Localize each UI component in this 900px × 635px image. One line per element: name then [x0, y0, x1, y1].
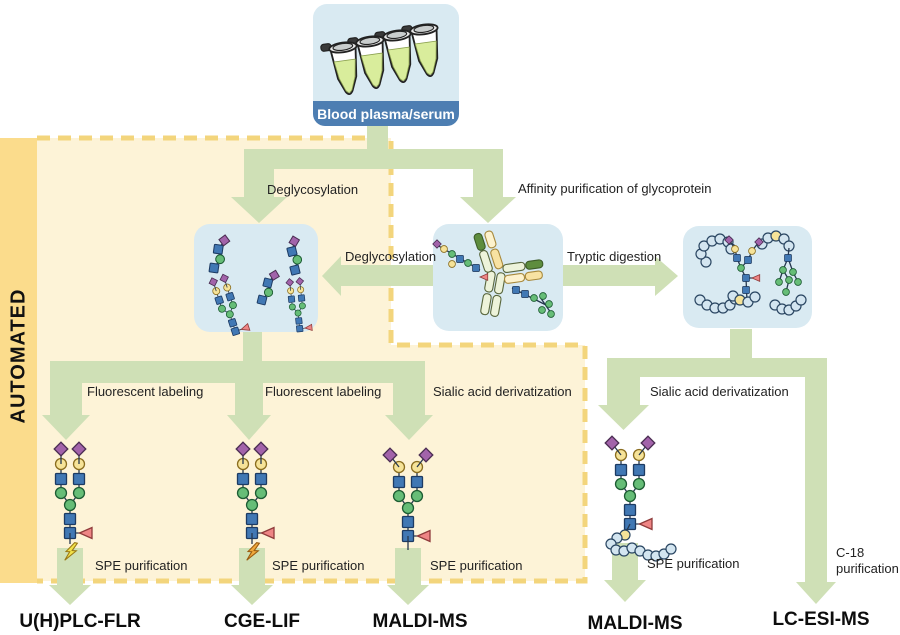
arrow-spe-2	[231, 548, 273, 605]
arrowhead-labeling-1	[42, 415, 90, 440]
step-label-spe-purification-3: SPE purification	[430, 558, 523, 573]
arrow-tryptic-right	[563, 256, 678, 296]
glycan-derivatized-icon	[383, 448, 433, 550]
step-label-spe-purification-4: SPE purification	[647, 556, 740, 571]
arrow-spe-1	[49, 548, 91, 605]
automated-zone-label: AUTOMATED	[7, 288, 30, 424]
method-label-uhplc-flr: U(H)PLC-FLR	[19, 611, 141, 632]
glycopeptide-center	[724, 235, 764, 308]
method-label-maldi-ms-1: MALDI-MS	[372, 611, 468, 632]
step-label-c18-purification: C-18 purification	[836, 545, 899, 577]
antibody-glycan-right	[511, 286, 555, 318]
step-label-deglycosylation-mid: Deglycosylation	[345, 249, 437, 264]
glycopeptide-derivatized-icon	[605, 436, 677, 562]
arrowhead-labeling-2	[227, 415, 271, 440]
method-label-lc-esi-ms: LC-ESI-MS	[772, 609, 870, 630]
step-label-deglycosylation-left: Deglycosylation	[267, 182, 359, 197]
glycan-fluorescent-2-icon	[236, 442, 274, 563]
antibody-icon	[432, 230, 555, 318]
c18-line1: C-18	[836, 545, 865, 560]
arrow-spe-4	[604, 543, 646, 602]
arrow-split-right	[607, 358, 827, 582]
method-label-cge-lif: CGE-LIF	[224, 611, 300, 632]
glycan-fluorescent-1-icon	[54, 442, 92, 563]
step-label-sialic-acid-derivatization-1: Sialic acid derivatization	[433, 384, 572, 399]
glycopeptides-illustration	[694, 230, 807, 316]
step-label-sialic-acid-derivatization-2: Sialic acid derivatization	[650, 384, 789, 399]
c18-line2: purification	[836, 561, 899, 576]
arrow-sample-down	[367, 125, 388, 151]
arrow-peptides-trunk	[730, 329, 752, 360]
sample-banner: Blood plasma/serum	[313, 101, 459, 126]
step-label-tryptic-digestion: Tryptic digestion	[567, 249, 662, 264]
arrowhead-lcesims	[796, 582, 836, 604]
automated-sidebar	[0, 138, 37, 583]
arrow-deglycosylation-left	[322, 256, 433, 296]
automated-region	[37, 138, 585, 581]
step-label-fluorescent-labeling-2: Fluorescent labeling	[265, 384, 382, 399]
arrowhead-deglycosylation	[231, 197, 287, 223]
method-label-maldi-ms-2: MALDI-MS	[587, 613, 683, 634]
step-label-spe-purification-2: SPE purification	[272, 558, 365, 573]
antibody-glycan-left	[432, 239, 489, 281]
arrowhead-affinity	[460, 197, 516, 223]
arrowhead-derivatization-1	[385, 415, 433, 440]
arrow-glycans-trunk	[243, 331, 262, 362]
arrow-spe-3	[387, 548, 429, 605]
arrow-split-automated	[50, 361, 425, 415]
step-label-spe-purification-1: SPE purification	[95, 558, 188, 573]
step-label-fluorescent-labeling-1: Fluorescent labeling	[87, 384, 204, 399]
arrowhead-derivatization-2	[598, 405, 649, 430]
sample-banner-label: Blood plasma/serum	[317, 105, 455, 122]
automated-region-dashed-border	[37, 135, 588, 584]
flow-arrows	[42, 125, 836, 605]
step-label-affinity-purification: Affinity purification of glycoprotein	[518, 181, 712, 196]
arrow-split-top	[244, 149, 503, 197]
